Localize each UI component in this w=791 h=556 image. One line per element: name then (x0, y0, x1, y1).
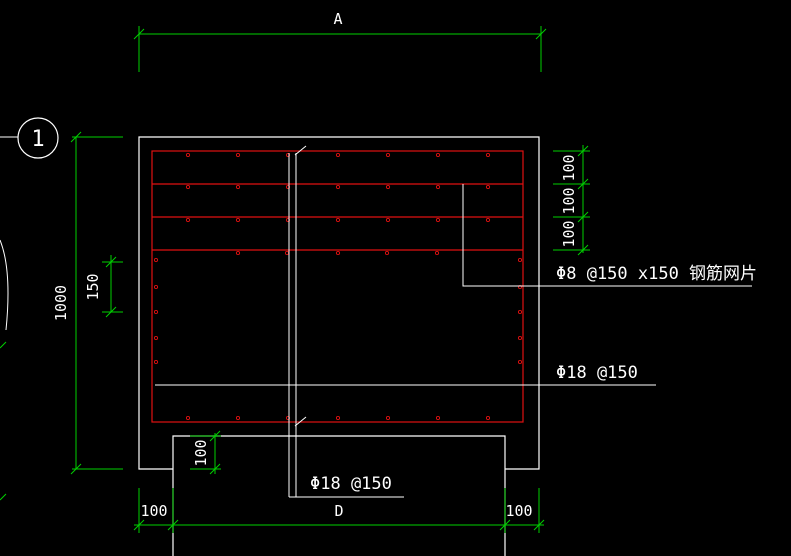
dim-right-spacing-3: 100 (560, 220, 578, 247)
rebar-dot (435, 152, 441, 158)
rebar-dot (153, 359, 159, 365)
rebar-dot (385, 415, 391, 421)
dim-inner-offset: 100 (192, 439, 210, 466)
rebar-dot (434, 250, 440, 256)
rebar-dot (185, 217, 191, 223)
rebar-dot (153, 335, 159, 341)
rebar-dot (485, 415, 491, 421)
rebar-dot (235, 217, 241, 223)
top-tick (294, 145, 307, 156)
rebar-dot (285, 217, 291, 223)
rebar-dot (517, 359, 523, 365)
rebar-dot (335, 415, 341, 421)
dim-bottom-width: D (334, 502, 343, 520)
rebar-dot (485, 152, 491, 158)
rebar-dot (285, 152, 291, 158)
rebar-dots (153, 152, 523, 421)
rebar-dot (517, 257, 523, 263)
rebar-dot (335, 152, 341, 158)
annotation-labels: Φ8 @150 x150 钢筋网片 Φ18 @150 Φ18 @150 (310, 264, 757, 494)
rebar-dot (153, 284, 159, 290)
dim-right-spacing-2: 100 (560, 187, 578, 214)
rebar-dot (435, 184, 441, 190)
rebar-dot (485, 184, 491, 190)
bottom-tick (294, 416, 307, 427)
rebar-dot (284, 250, 290, 256)
dim-bottom-left: 100 (140, 502, 167, 520)
rebar-dot (235, 415, 241, 421)
dimension-lines (70, 26, 590, 533)
rebar-dot (285, 415, 291, 421)
rebar-dot (235, 184, 241, 190)
rebar-dot (517, 284, 523, 290)
rebar-dot (153, 257, 159, 263)
rebar-dot (335, 250, 341, 256)
dim-left-spacing: 150 (84, 273, 102, 300)
rebar-dot (385, 152, 391, 158)
dim-right-spacing-1: 100 (560, 154, 578, 181)
rebar-dot (153, 309, 159, 315)
rebar-dot (385, 217, 391, 223)
rebar-dot (285, 184, 291, 190)
rebar-dot (235, 250, 241, 256)
dim-bottom-right: 100 (505, 502, 532, 520)
rebar-dot (517, 309, 523, 315)
rebar-dot (384, 250, 390, 256)
rebar-dot (435, 217, 441, 223)
rebar-dot (335, 217, 341, 223)
dim-left-height: 1000 (52, 285, 70, 321)
rebar-dot (235, 152, 241, 158)
rebar-dot (485, 217, 491, 223)
mesh-leader (462, 184, 752, 287)
dim-top-width: A (333, 10, 342, 28)
leader-lines (155, 145, 752, 498)
rebar-dot (185, 152, 191, 158)
left-edge-fragments (0, 136, 18, 501)
rebar-dot (435, 415, 441, 421)
rebar-dot (517, 335, 523, 341)
section-marker: 1 (17, 117, 59, 159)
rebar-dot (385, 184, 391, 190)
bar-label-bottom: Φ18 @150 (310, 474, 392, 494)
rebar-dot (335, 184, 341, 190)
bar-label-right: Φ18 @150 (556, 363, 638, 383)
section-marker-number: 1 (31, 127, 44, 152)
rebar-dot (185, 415, 191, 421)
mesh-label: Φ8 @150 x150 钢筋网片 (556, 264, 757, 284)
rebar-dot (185, 184, 191, 190)
dimension-texts: A 1000 150 100 100 100 100 100 D 100 (52, 10, 578, 520)
